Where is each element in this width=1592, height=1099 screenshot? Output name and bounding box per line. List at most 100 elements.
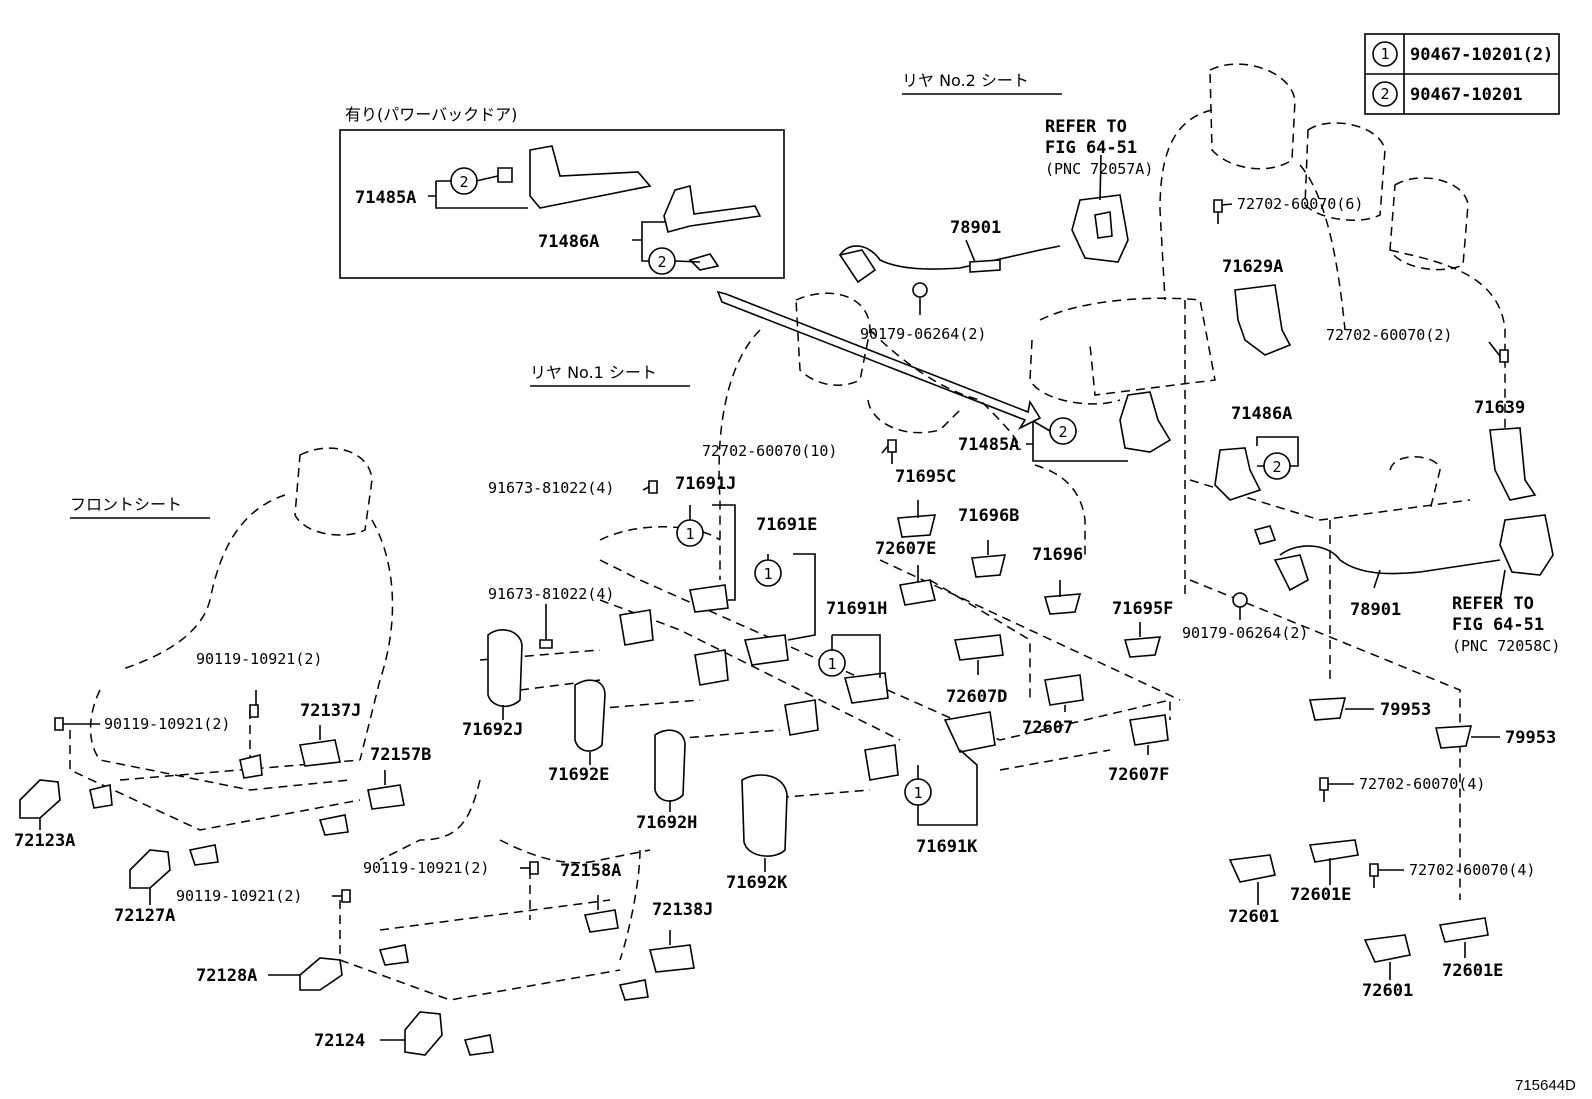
hinge-71691K: [943, 711, 996, 753]
bracket-72607F: [1129, 714, 1169, 746]
cover-71692K: [741, 774, 788, 857]
bolt-90119-c: [529, 861, 539, 875]
hinge-71691J: [689, 584, 729, 613]
part-label: 79953: [1505, 728, 1556, 748]
part-label: 72702-60070(4): [1409, 861, 1535, 879]
cover-71695C: [897, 514, 937, 538]
legend-key-1: 1: [1380, 45, 1389, 63]
cover-71692H: [654, 729, 686, 802]
cover-72137J: [299, 739, 341, 767]
bolt-72702-2: [1499, 349, 1509, 363]
part-label: 71695C: [895, 467, 956, 487]
ref1-line3: (PNC 72057A): [1045, 160, 1153, 178]
inset-title: 有り(パワーバックドア): [345, 105, 517, 124]
part-label: 72158A: [560, 861, 621, 881]
part-label: 72607: [1022, 718, 1073, 738]
part-label: 71696B: [958, 506, 1019, 526]
part-label: 78901: [1350, 600, 1401, 620]
part-label: 72601E: [1290, 885, 1351, 905]
bolt-90119-d: [341, 889, 351, 903]
part-label: 90119-10921(2): [196, 650, 322, 668]
part-label: 71692H: [636, 813, 697, 833]
circle-mark-2: 2: [1272, 458, 1281, 476]
circle-mark-1: 1: [685, 525, 694, 543]
bolt-72702-10: [887, 439, 897, 464]
circle-mark-2: 2: [657, 253, 666, 271]
figure-id: 715644D: [1515, 1077, 1576, 1094]
part-label: 72123A: [14, 831, 75, 851]
part-label: 71629A: [1222, 257, 1283, 277]
circle-mark-2: 2: [1058, 423, 1067, 441]
cover-71692J: [487, 629, 523, 708]
striker-72601E-a: [1308, 839, 1359, 863]
bracket-71639: [1489, 427, 1537, 501]
hinge-71691E: [743, 634, 789, 666]
hinge-71691H: [843, 672, 889, 704]
part-label: 71639: [1474, 398, 1525, 418]
bolt-91673-a: [648, 480, 658, 494]
cover-72124: [404, 1011, 443, 1056]
cover-72158A: [583, 909, 619, 933]
bracket-71486A: [1214, 447, 1262, 501]
cable-78901-a: [839, 245, 1061, 270]
part-label: 79953: [1380, 700, 1431, 720]
legend-table: 1 90467-10201(2) 2 90467-10201: [1364, 33, 1560, 115]
circle-mark-2: 2: [459, 173, 468, 191]
part-label: 91673-81022(4): [488, 585, 614, 603]
header-front-seat: フロントシート: [70, 495, 182, 514]
bracket-72607D: [954, 634, 1004, 661]
part-label: 71486A: [1231, 404, 1292, 424]
rear-no1-seat-outline: [479, 292, 1181, 801]
bolt-91673-b: [539, 639, 553, 649]
nut-90179-a: [912, 282, 928, 298]
part-label: 90119-10921(2): [104, 715, 230, 733]
cover-71696B: [971, 554, 1007, 578]
striker-72601-a: [1228, 854, 1276, 883]
ref1-line1: REFER TO: [1045, 117, 1127, 137]
part-label: 72702-60070(6): [1237, 195, 1363, 213]
part-label: 78901: [950, 218, 1001, 238]
part-label: 72607D: [946, 687, 1007, 707]
cover-71692E: [574, 679, 606, 752]
part-label: 72157B: [370, 745, 431, 765]
part-label: 71695F: [1112, 599, 1173, 619]
striker-72601E-b: [1438, 917, 1489, 943]
ref1-line2: FIG 64-51: [1045, 138, 1137, 158]
part-label: 72127A: [114, 906, 175, 926]
striker-72601-b: [1363, 934, 1411, 963]
bolt-90119-a: [249, 704, 259, 718]
cover-72123A: [19, 779, 61, 819]
bracket-71629A: [1234, 284, 1292, 356]
cover-72157B: [367, 784, 405, 810]
nut-90179-b: [1232, 592, 1248, 608]
bracket-72607E: [899, 579, 936, 606]
ref2-line1: REFER TO: [1452, 594, 1534, 614]
part-label: 72702-60070(4): [1359, 775, 1485, 793]
cover-72127A: [129, 849, 171, 889]
part-label: 71691K: [916, 837, 978, 857]
bracket-71485A: [1119, 391, 1172, 453]
part-label: 71691J: [675, 474, 736, 494]
part-label: 90119-10921(2): [176, 887, 302, 905]
legend-key-2: 2: [1380, 85, 1389, 103]
cover-72138J: [648, 944, 695, 973]
label-71485A-inset: 71485A: [355, 188, 416, 208]
part-label: 71696: [1032, 545, 1083, 565]
part-label: 72138J: [652, 900, 713, 920]
label-71486A-inset: 71486A: [538, 232, 599, 252]
part-label: 72137J: [300, 701, 361, 721]
leader-lines: [39, 154, 1506, 1041]
reference-note-2: REFER TO FIG 64-51 (PNC 72058C): [1452, 594, 1560, 655]
part-label: 71692K: [726, 873, 788, 893]
part-label: 71485A: [958, 435, 1019, 455]
rear-no1-parts: [487, 439, 1169, 857]
rear-no2-parts: [838, 194, 1554, 963]
part-label: 72601: [1362, 981, 1413, 1001]
cover-79953-a: [1308, 697, 1347, 721]
bracket-72607: [1044, 674, 1084, 706]
part-label: 90119-10921(2): [363, 859, 489, 877]
part-label: 71692E: [548, 765, 609, 785]
part-labels: 78901 90179-06264(2) 72702-60070(6) 7162…: [14, 195, 1556, 1051]
rear-no2-seat-outline: [1029, 63, 1506, 900]
